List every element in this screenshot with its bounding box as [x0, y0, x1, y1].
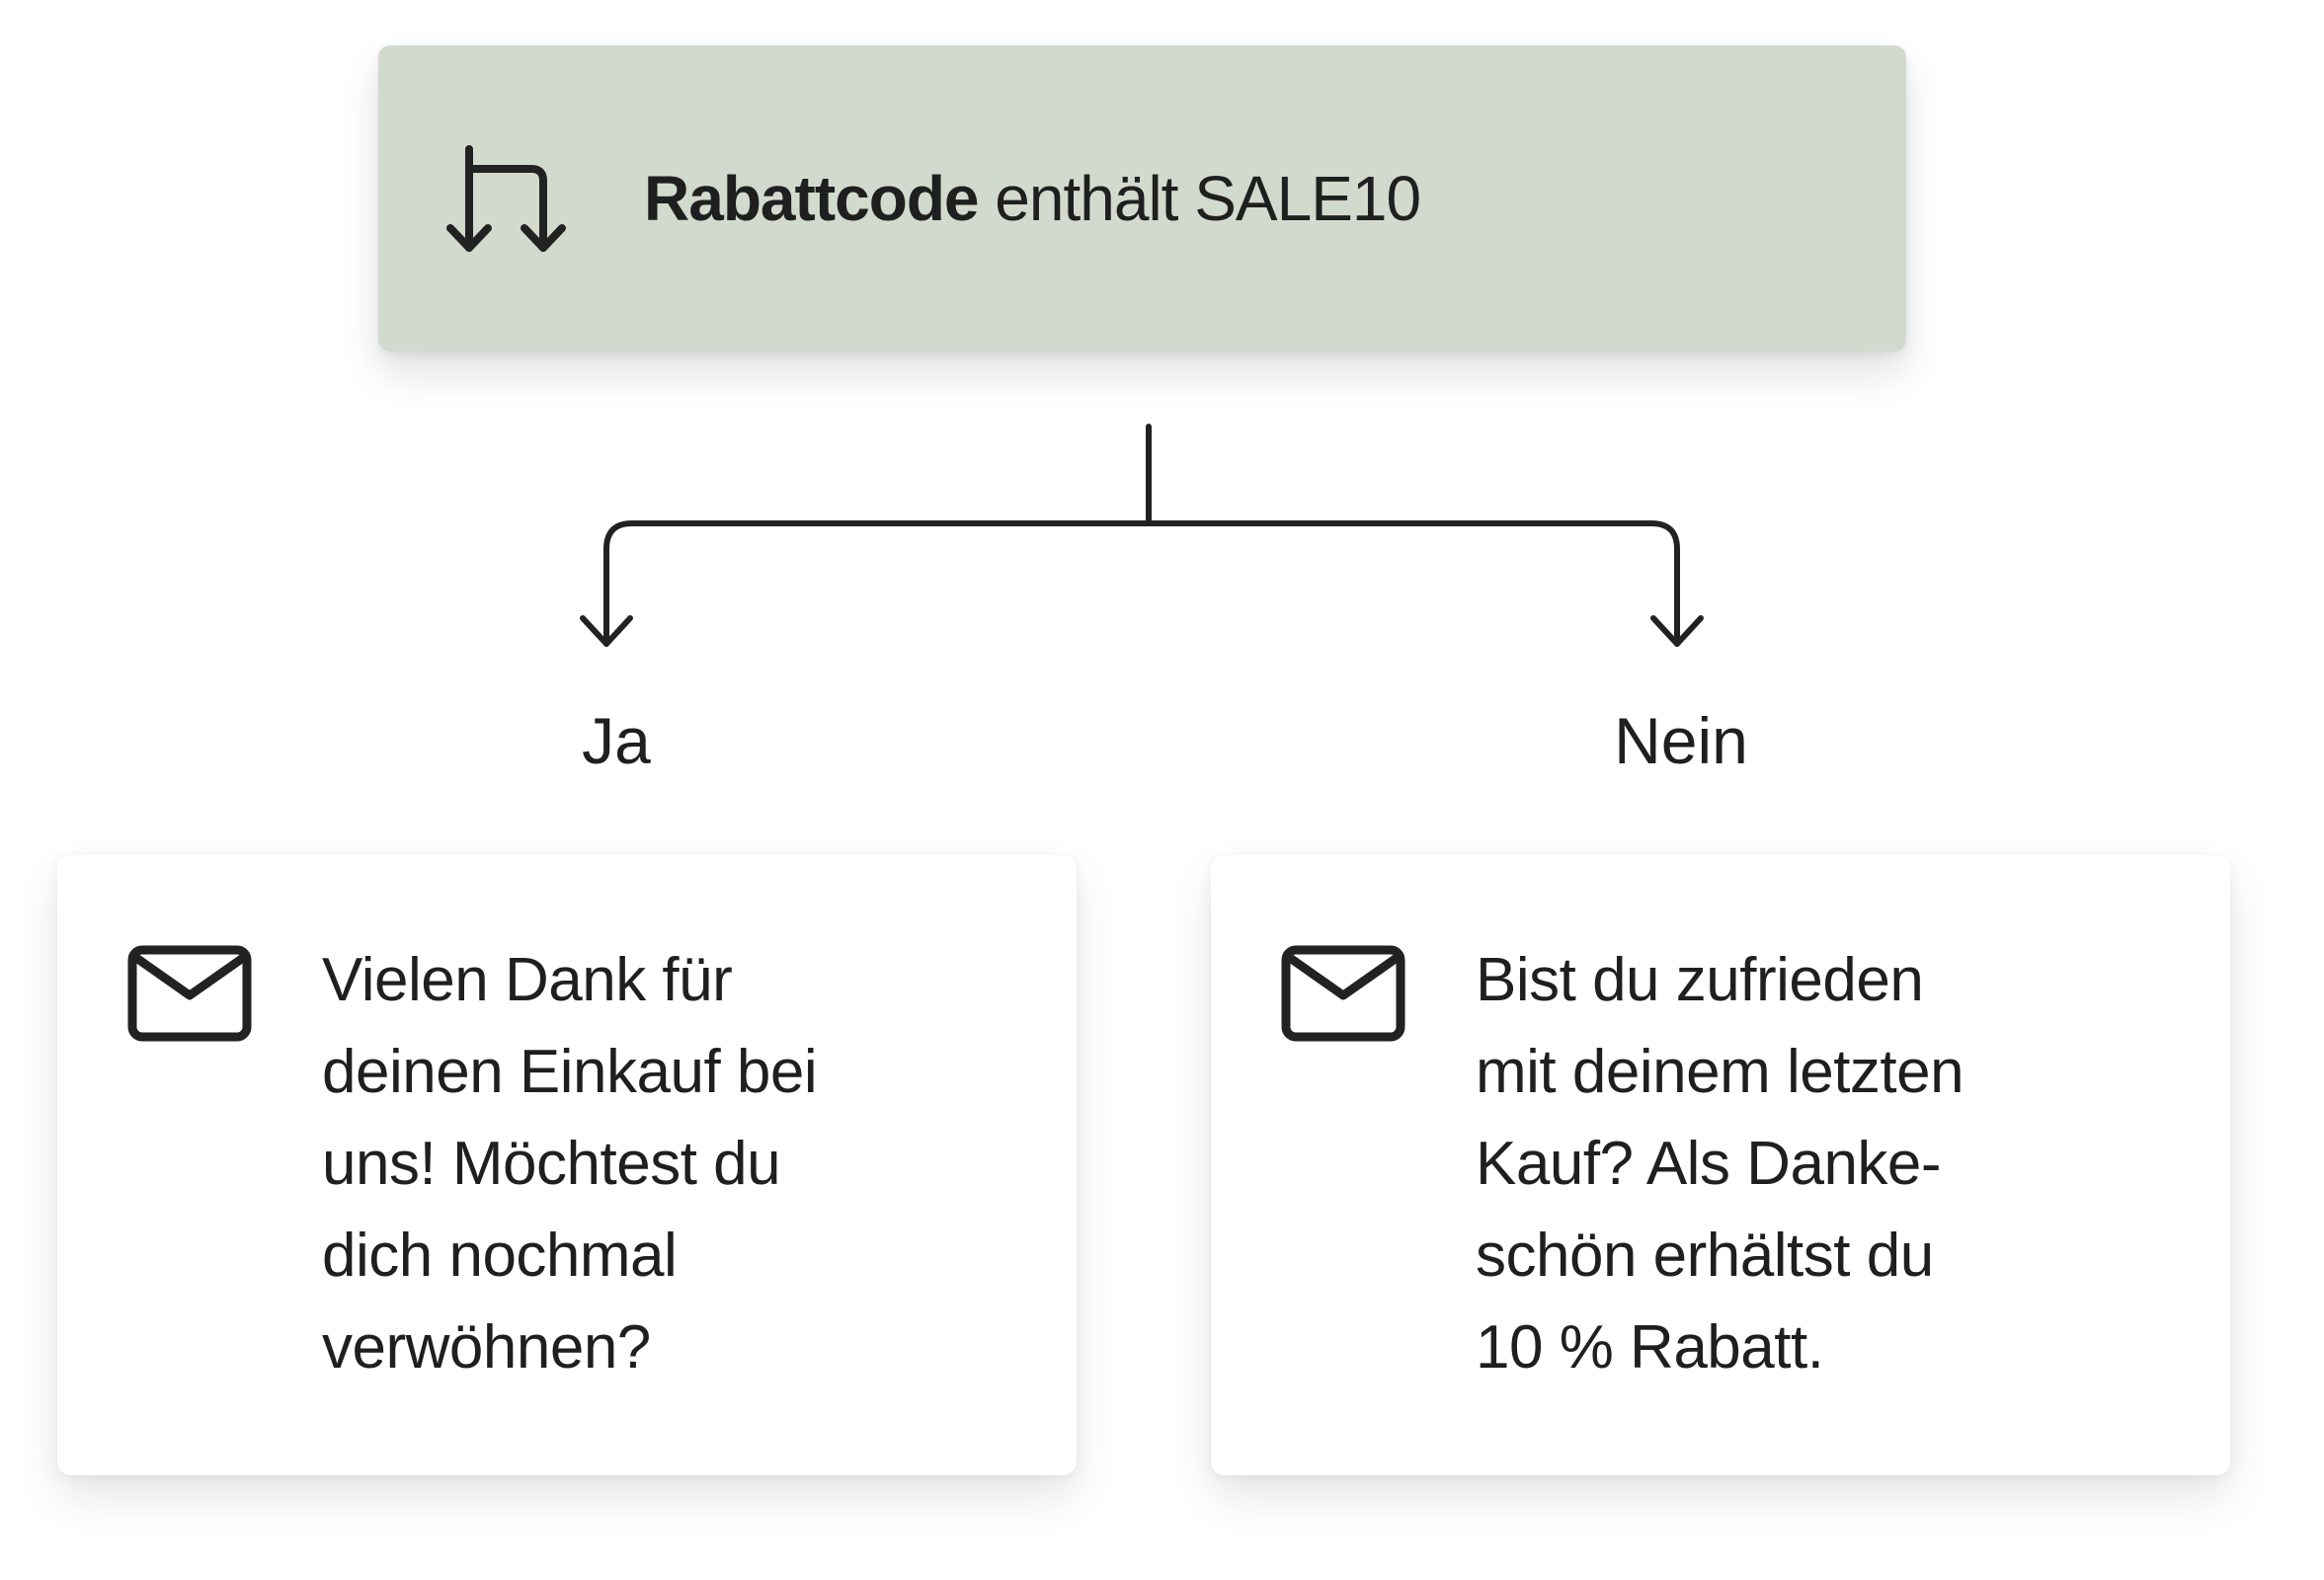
email-text-line: 10 % Rabatt. [1476, 1313, 1824, 1382]
email-text-line: schön erhältst du [1476, 1222, 1934, 1290]
connector-branch-right [1146, 520, 1680, 647]
condition-field: Rabattcode [644, 163, 979, 234]
arrowhead-left [580, 615, 633, 647]
condition-card[interactable]: Rabattcode enthält SALE10 [378, 45, 1906, 352]
condition-rule: enthält SALE10 [978, 163, 1421, 234]
connector-branch-left [603, 520, 1152, 647]
branch-label-yes: Ja [582, 704, 651, 777]
branch-connector [580, 424, 1704, 647]
email-text-yes: Vielen Dank für deinen Einkauf bei uns! … [322, 934, 1013, 1393]
email-text-line: dich nochmal [322, 1222, 678, 1290]
email-text-line: Bist du zufrieden [1476, 946, 1924, 1014]
arrowhead-right [1650, 615, 1704, 647]
email-card-no[interactable]: Bist du zufrieden mit deinem letzten Kau… [1211, 855, 2230, 1475]
email-text-line: Vielen Dank für [322, 946, 733, 1014]
branch-label-no: Nein [1614, 704, 1748, 777]
email-text-line: uns! Möchtest du [322, 1130, 781, 1198]
mail-icon [127, 945, 252, 1042]
email-text-no: Bist du zufrieden mit deinem letzten Kau… [1476, 934, 2167, 1393]
email-text-line: mit deinem letzten [1476, 1038, 1964, 1106]
split-arrows-icon [446, 145, 566, 252]
mail-icon [1281, 945, 1405, 1042]
email-text-line: deinen Einkauf bei [322, 1038, 818, 1106]
email-text-line: Kauf? Als Danke- [1476, 1130, 1942, 1198]
condition-text: Rabattcode enthält SALE10 [644, 162, 1421, 235]
email-text-line: verwöhnen? [322, 1313, 651, 1382]
email-card-yes[interactable]: Vielen Dank für deinen Einkauf bei uns! … [57, 855, 1077, 1475]
